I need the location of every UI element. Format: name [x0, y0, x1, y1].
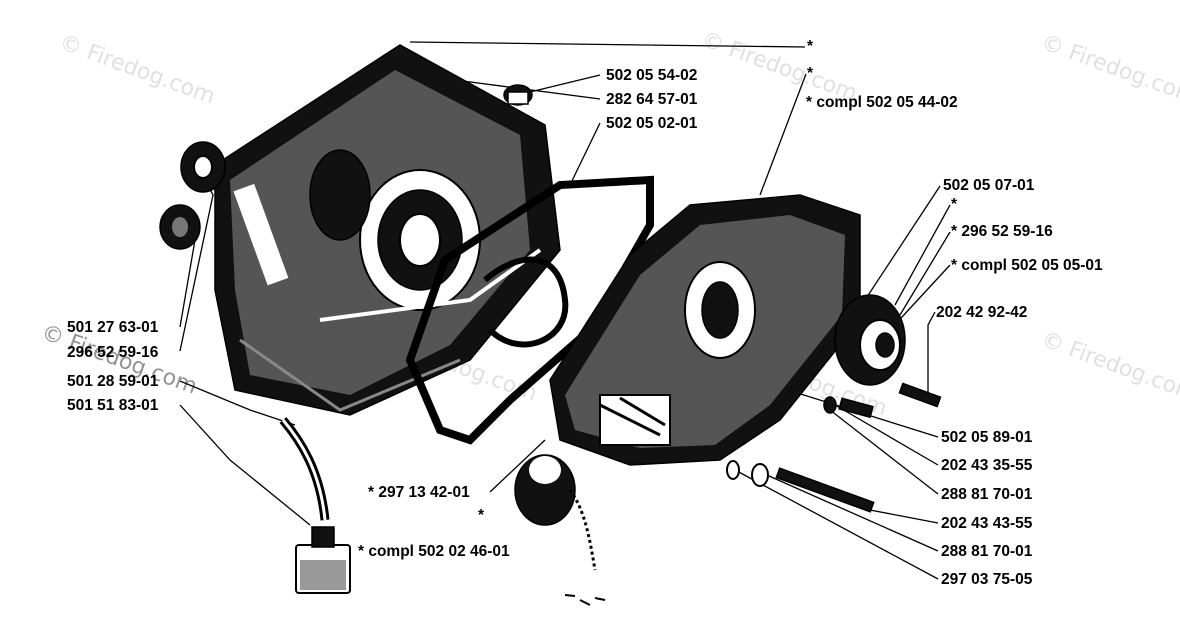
- bearing: [159, 204, 201, 250]
- label-202-43-43-55: 202 43 43-55: [941, 515, 1033, 532]
- label-202-42-92-42: 202 42 92-42: [936, 304, 1027, 321]
- label-296-52-59-16-right: * 296 52 59-16: [951, 223, 1053, 240]
- label-compl-502-02-46-01: * compl 502 02 46-01: [358, 543, 510, 560]
- watermark: © Firedog.com: [1038, 30, 1180, 109]
- label-502-05-02-01: 502 05 02-01: [606, 115, 698, 132]
- fuel-cap: [514, 454, 606, 606]
- label-502-05-89-01: 502 05 89-01: [941, 429, 1033, 446]
- label-288-81-70-01-b: 288 81 70-01: [941, 543, 1033, 560]
- label-compl-502-05-05-01: * compl 502 05 05-01: [951, 257, 1103, 274]
- label-297-03-75-05: 297 03 75-05: [941, 571, 1033, 588]
- right-crankcase-half: [549, 194, 861, 466]
- label-288-81-70-01-a: 288 81 70-01: [941, 486, 1033, 503]
- screws-and-washers: [726, 382, 942, 513]
- label-compl-502-05-44-02: * compl 502 05 44-02: [806, 94, 958, 111]
- label-star: *: [478, 507, 485, 524]
- label-282-64-57-01: 282 64 57-01: [606, 91, 698, 108]
- bearing-cover: [834, 294, 906, 386]
- gasket: [405, 175, 654, 445]
- left-crankcase-half: [214, 44, 561, 416]
- part-labels: * * * compl 502 05 44-02 502 05 54-02 28…: [67, 38, 1103, 588]
- watermark: © Firedog.com: [1038, 327, 1180, 406]
- label-502-05-07-01: 502 05 07-01: [943, 177, 1035, 194]
- plug: [503, 84, 533, 106]
- label-star-top: *: [807, 38, 814, 55]
- fuel-filter: [295, 526, 351, 594]
- seal-ring: [180, 141, 226, 193]
- label-501-27-63-01: 501 27 63-01: [67, 319, 159, 336]
- label-star: *: [951, 196, 958, 213]
- label-296-52-59-16-left: 296 52 59-16: [67, 344, 159, 361]
- label-star: *: [807, 65, 814, 82]
- label-202-43-35-55: 202 43 35-55: [941, 457, 1033, 474]
- label-501-51-83-01: 501 51 83-01: [67, 397, 159, 414]
- fuel-hose: [279, 417, 330, 521]
- label-502-05-54-02: 502 05 54-02: [606, 67, 697, 84]
- label-297-13-42-01: * 297 13 42-01: [368, 484, 470, 501]
- label-501-28-59-01: 501 28 59-01: [67, 373, 159, 390]
- watermark: © Firedog.com: [56, 30, 218, 109]
